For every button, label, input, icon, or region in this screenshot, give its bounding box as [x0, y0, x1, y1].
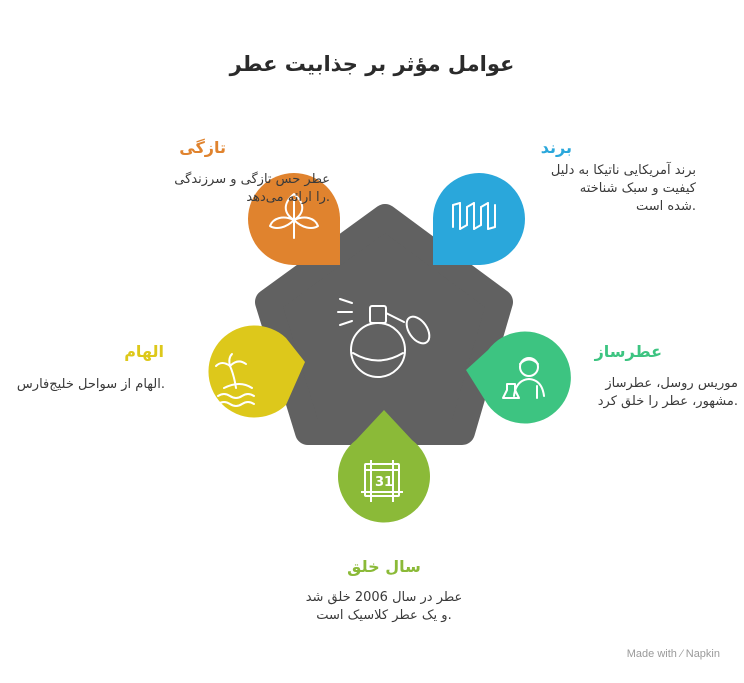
freshness-node [248, 173, 340, 265]
brand-heading: برند [540, 138, 572, 157]
perfumer-desc-line: .مشهور، عطر را خلق کرد [597, 394, 738, 409]
perfumer-desc-line: موریس روسل، عطرساز [605, 376, 738, 391]
freshness-description: عطر حس تازگی و سرزندگی .را ارائه می‌دهد [130, 171, 330, 207]
made-with-label: Made with [626, 648, 677, 660]
brand-desc-line: برند آمریکایی ناتیکا به دلیل [550, 163, 696, 178]
perfumer-node [466, 331, 571, 424]
made-with-napkin-footer[interactable]: Made with⁄Napkin [627, 648, 720, 660]
inspiration-desc-line: .الهام از سواحل خلیج‌فارس [16, 377, 165, 392]
inspiration-description: .الهام از سواحل خلیج‌فارس [0, 376, 165, 394]
freshness-desc-line: عطر حس تازگی و سرزندگی [174, 172, 330, 187]
freshness-heading: تازگی [179, 138, 226, 157]
palm-island-icon [215, 353, 255, 407]
calendar-icon [361, 460, 403, 502]
perfumer-description: موریس روسل، عطرساز .مشهور، عطر را خلق کر… [588, 375, 738, 411]
leaves-icon [269, 193, 319, 239]
year-heading: سال خلق [347, 557, 421, 576]
year-node: 31 [338, 410, 431, 523]
brand-description: برند آمریکایی ناتیکا به دلیل کیفیت و سبک… [521, 162, 696, 216]
brand-desc-line: کیفیت و سبک شناخته [579, 181, 696, 196]
inspiration-node [208, 325, 305, 418]
napkin-logo-icon: ⁄ [680, 648, 683, 660]
barcode-icon [452, 202, 496, 230]
freshness-desc-line: .را ارائه می‌دهد [246, 190, 330, 205]
perfume-bottle-icon [337, 298, 431, 378]
brand-desc-line: .شده است [635, 199, 696, 214]
year-desc-line: .و یک عطر کلاسیک است [316, 608, 452, 623]
inspiration-heading: الهام [124, 342, 164, 361]
brand-node [433, 173, 525, 265]
year-desc-line: عطر در سال 2006 خلق شد [305, 590, 463, 605]
calendar-day: 31 [375, 475, 393, 490]
year-description: عطر در سال 2006 خلق شد .و یک عطر کلاسیک … [284, 589, 484, 625]
page-title: عوامل مؤثر بر جذابیت عطر [229, 52, 515, 76]
perfumer-heading: عطرساز [594, 342, 662, 361]
scientist-icon [502, 357, 545, 399]
napkin-brand-label: Napkin [685, 648, 720, 660]
